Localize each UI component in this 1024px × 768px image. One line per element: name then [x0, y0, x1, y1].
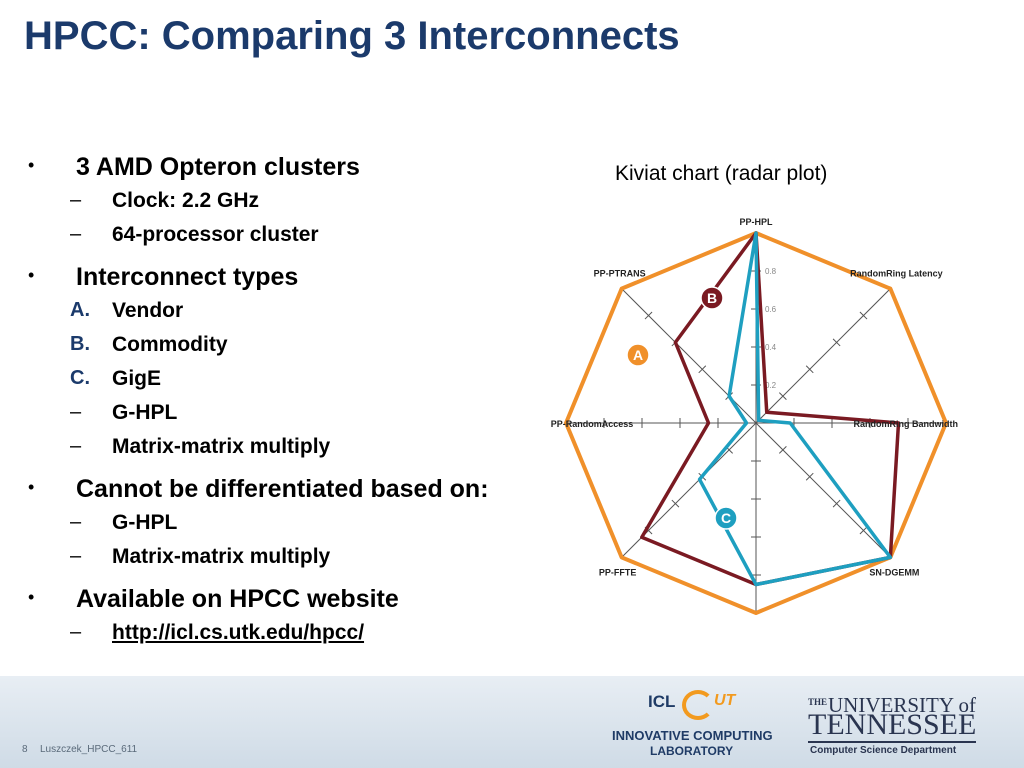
bullet-marker: • — [28, 477, 35, 497]
series-badge-a — [626, 343, 650, 367]
ut-logo-tennessee: TENNESSEE — [808, 708, 977, 743]
radar-axis-tick — [778, 445, 787, 454]
icl-ring-icon — [682, 690, 714, 720]
ut-logo: THE UNIVERSITY of TENNESSEE Computer Sci… — [806, 693, 1016, 757]
bullet-marker: • — [28, 155, 35, 175]
sub-bullet-marker: – — [70, 435, 82, 457]
sub-bullet-marker: C. — [70, 367, 90, 389]
radar-axis-label: SN-DGEMM — [869, 567, 919, 577]
chart-caption: Kiviat chart (radar plot) — [615, 162, 828, 185]
radar-axis-tick — [805, 472, 814, 481]
radar-axis-tick — [832, 499, 841, 508]
page-number: 8 — [22, 744, 28, 755]
bullet-text: Interconnect types — [76, 263, 299, 291]
sub-bullet-item: – G-HPL — [22, 396, 562, 430]
bullet-item: • Interconnect types — [22, 260, 562, 294]
sub-bullet-item: – Clock: 2.2 GHz — [22, 184, 562, 218]
sub-bullet-item: – 64-processor cluster — [22, 218, 562, 252]
bullet-item: • 3 AMD Opteron clusters — [22, 150, 562, 184]
sub-bullet-item: – http://icl.cs.utk.edu/hpcc/ — [22, 616, 562, 650]
icl-logo: ICL UT INNOVATIVE COMPUTING LABORATORY — [610, 688, 780, 758]
sub-bullet-item: B. Commodity — [22, 328, 562, 362]
radar-axis-label: PP-PTRANS — [594, 269, 646, 279]
sub-bullet-text: Commodity — [112, 333, 228, 356]
ut-logo-university: UNIVERSITY of — [828, 693, 976, 717]
radar-scale-label: 0.6 — [765, 305, 777, 314]
sub-bullet-text: Clock: 2.2 GHz — [112, 189, 260, 212]
sub-bullet-item: – G-HPL — [22, 506, 562, 540]
icl-name-line1: INNOVATIVE COMPUTING — [612, 728, 773, 743]
bullet-text: 3 AMD Opteron clusters — [76, 153, 360, 181]
radar-axis-label: PP-HPL — [739, 217, 773, 227]
sub-bullet-item: – Matrix-matrix multiply — [22, 540, 562, 574]
radar-axis-tick — [859, 526, 868, 535]
sub-bullet-marker: – — [70, 511, 82, 533]
sub-bullet-item: C. GigE — [22, 362, 562, 396]
sub-bullet-text: Vendor — [112, 299, 184, 322]
radar-series-c — [697, 231, 893, 587]
radar-scale-label: 0.8 — [765, 267, 777, 276]
bullet-list: • 3 AMD Opteron clusters – Clock: 2.2 GHz – 6… — [22, 150, 562, 658]
series-badge-label: C — [721, 510, 731, 526]
series-badge-c — [714, 506, 738, 530]
radar-axis — [755, 422, 891, 558]
sub-bullet-marker: B. — [70, 333, 90, 355]
icl-ut-text: UT — [714, 692, 736, 709]
bullet-gap — [22, 574, 562, 582]
radar-axis-tick — [778, 392, 787, 401]
sub-bullet-text: 64-processor cluster — [112, 223, 319, 246]
series-badge-label: B — [707, 290, 717, 306]
icl-name-line2: LABORATORY — [650, 744, 734, 758]
radar-axis-label: RandomRing Bandwidth — [854, 419, 959, 429]
bullet-item: • Cannot be differentiated based on: — [22, 472, 562, 506]
radar-axis-label: PP-FFTE — [599, 567, 637, 577]
radar-axis-tick — [805, 365, 814, 374]
sub-bullet-text: Matrix-matrix multiply — [112, 435, 331, 458]
sub-bullet-text: GigE — [112, 367, 162, 390]
sub-bullet-text: G-HPL — [112, 401, 178, 424]
radar-axis-tick — [644, 311, 653, 320]
hpcc-website-link[interactable]: http://icl.cs.utk.edu/hpcc/ — [112, 621, 365, 644]
bullet-text: Available on HPCC website — [76, 585, 399, 613]
sub-bullet-marker: – — [70, 401, 82, 423]
slide-title: HPCC: Comparing 3 Interconnects — [24, 14, 680, 58]
sub-bullet-item: A. Vendor — [22, 294, 562, 328]
sub-bullet-marker: – — [70, 223, 82, 245]
footer-reference: Luszczek_HPCC_611 — [40, 744, 138, 755]
radar-scale-label: 0.2 — [765, 381, 777, 390]
series-badge-b — [700, 286, 724, 310]
radar-axis-label: RandomRing Latency — [850, 269, 943, 279]
bullet-marker: • — [28, 587, 35, 607]
ut-logo-department: Computer Science Department — [810, 745, 957, 756]
radar-axis-tick — [698, 365, 707, 374]
bullet-text: Cannot be differentiated based on: — [76, 475, 489, 503]
bullet-gap — [22, 650, 562, 658]
radar-series-a — [564, 231, 948, 615]
radar-axis-tick — [832, 338, 841, 347]
sub-bullet-marker: – — [70, 621, 82, 643]
bullet-marker: • — [28, 265, 35, 285]
sub-bullet-item: – Matrix-matrix multiply — [22, 430, 562, 464]
kiviat-chart: 0.2 0.4 0.6 0.8 PP-HPL RandomRing LatencyRand… — [551, 217, 959, 615]
bullet-item: • Available on HPCC website — [22, 582, 562, 616]
radar-axis-tick — [859, 311, 868, 320]
footer-band — [0, 676, 1024, 768]
series-badge-label: A — [633, 347, 643, 363]
icl-logo-text: ICL — [648, 692, 676, 711]
radar-scale-label: 0.4 — [765, 343, 777, 352]
bullet-gap — [22, 252, 562, 260]
sub-bullet-text: G-HPL — [112, 511, 178, 534]
radar-axis-label: PP-RandomAccess — [551, 419, 634, 429]
sub-bullet-text: Matrix-matrix multiply — [112, 545, 331, 568]
ut-logo-the: THE — [808, 697, 828, 707]
bullet-gap — [22, 464, 562, 472]
sub-bullet-marker: – — [70, 189, 82, 211]
sub-bullet-marker: – — [70, 545, 82, 567]
radar-axis — [755, 288, 891, 424]
sub-bullet-marker: A. — [70, 299, 90, 321]
radar-axis-tick — [671, 499, 680, 508]
